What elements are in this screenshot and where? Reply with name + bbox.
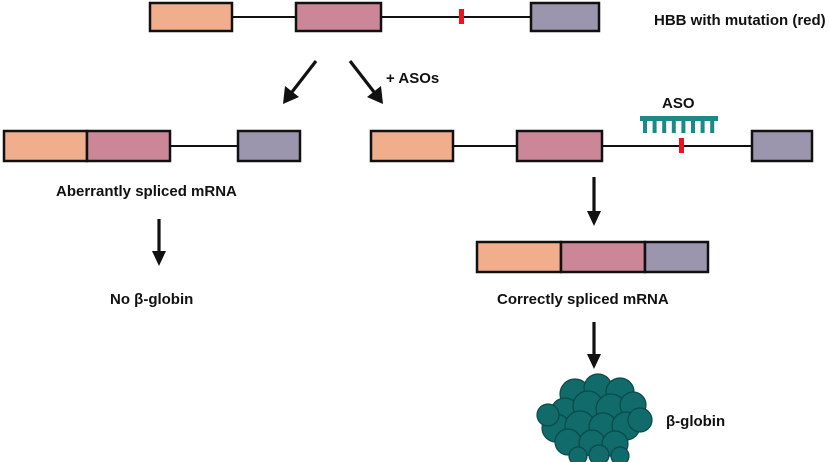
exon-3 xyxy=(643,240,710,274)
exon-2 xyxy=(515,129,604,163)
exon-1 xyxy=(369,129,455,163)
arrow-to-globin xyxy=(587,322,601,369)
no-globin-label: No β-globin xyxy=(110,291,193,308)
exon-2 xyxy=(294,1,383,33)
exon-1 xyxy=(475,240,563,274)
aso-tooth xyxy=(681,121,686,133)
beta-globin-protein xyxy=(536,373,653,462)
aso-label: ASO xyxy=(662,95,695,112)
globin-subunit xyxy=(536,403,560,427)
arrow-to-aso xyxy=(348,60,383,104)
aso-bound-gene xyxy=(369,129,814,163)
arrow-to-aberrant xyxy=(283,60,318,104)
aso-backbone xyxy=(640,116,718,121)
globin-subunit xyxy=(627,407,653,433)
globin-subunit xyxy=(588,444,610,462)
exon-2 xyxy=(559,240,647,274)
hbb-gene-top xyxy=(148,1,601,33)
aso-tooth xyxy=(710,121,715,133)
aso-tooth xyxy=(662,121,667,133)
aberrant-mrna xyxy=(2,129,302,163)
aso-tooth xyxy=(691,121,695,133)
globin-subunit xyxy=(610,446,630,462)
correct-mrna xyxy=(475,240,710,274)
aso-molecule xyxy=(640,116,718,133)
aso-tooth xyxy=(671,121,676,133)
exon-1 xyxy=(2,129,89,163)
plus-asos-label: + ASOs xyxy=(386,70,439,87)
aso-teeth xyxy=(643,121,715,133)
exon-3 xyxy=(236,129,302,163)
mutation-mark xyxy=(459,9,464,24)
aberrant-mrna-label: Aberrantly spliced mRNA xyxy=(56,183,237,200)
mutation-mark xyxy=(679,138,684,153)
correct-mrna-label: Correctly spliced mRNA xyxy=(497,291,669,308)
aso-tooth xyxy=(652,121,657,133)
exon-3 xyxy=(529,1,601,33)
aso-tooth xyxy=(643,121,647,133)
exon-2 xyxy=(85,129,172,163)
exon-3 xyxy=(750,129,814,163)
globin-label: β-globin xyxy=(666,413,725,430)
hbb-mutation-label: HBB with mutation (red) xyxy=(654,12,826,29)
globin-subunit xyxy=(568,446,588,462)
arrow-to-correct xyxy=(587,177,601,226)
aso-tooth xyxy=(700,121,705,133)
exon-1 xyxy=(148,1,234,33)
arrow-to-no-globin xyxy=(152,219,166,266)
